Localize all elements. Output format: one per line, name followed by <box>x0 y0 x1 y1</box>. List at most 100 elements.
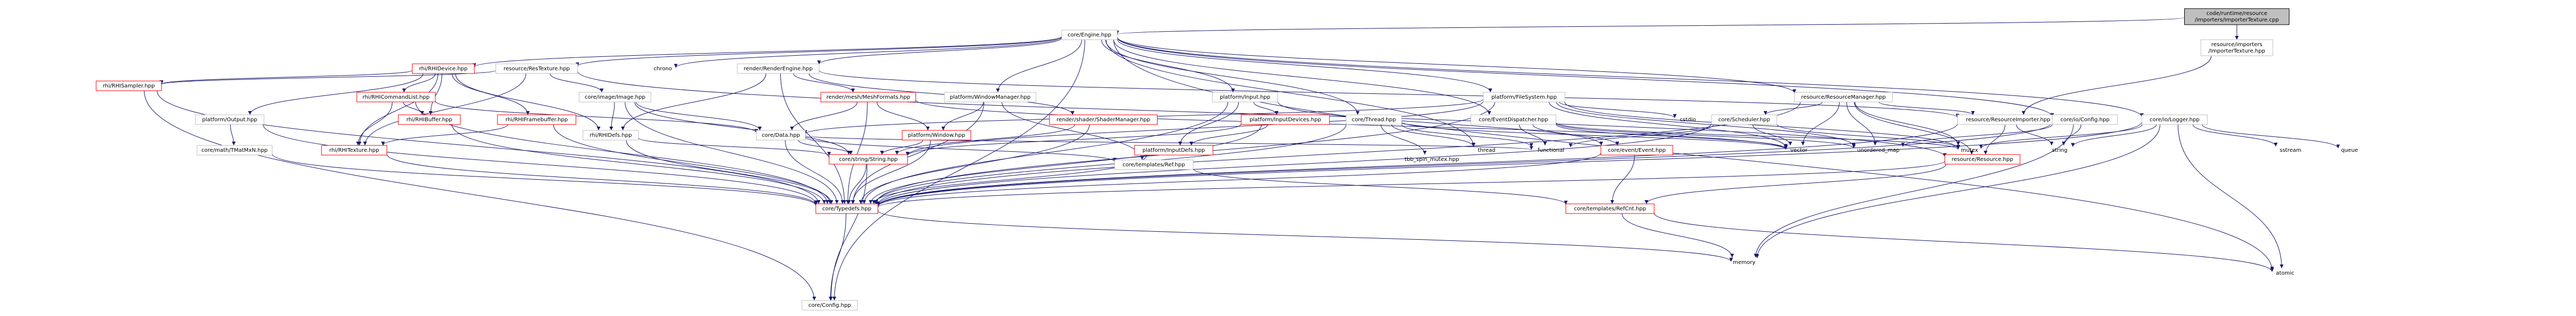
node-resimporter[interactable]: resource/ResourceImporter.hpp <box>1957 114 2059 125</box>
edge-resmgr-to-resimporter <box>1878 101 1975 115</box>
node-typedefs[interactable]: core/Typedefs.hpp <box>815 203 879 214</box>
edge-inputdevices-to-typedefs <box>868 124 1262 204</box>
node-functional: functional <box>1538 148 1564 153</box>
node-label: queue <box>2341 148 2358 153</box>
edge-restexture-to-rhitexture <box>363 73 526 146</box>
node-label: rhi/RHIFramebuffer.hpp <box>506 117 568 123</box>
node-label: vector <box>1790 148 1808 153</box>
edge-logger-to-memory <box>1755 124 2161 258</box>
node-logger[interactable]: core/io/Logger.hpp <box>2141 114 2208 125</box>
edge-eventdispatcher-to-mutex <box>1555 122 1960 150</box>
edge-meshformats-to-windowhpp <box>876 101 930 131</box>
edge-resimporter-to-string <box>2016 124 2054 146</box>
edge-resimporter-to-typedefs <box>876 123 1958 207</box>
node-label: core/io/Logger.hpp <box>2149 117 2199 123</box>
edge-stringhpp-to-typedefs <box>847 164 867 204</box>
node-box <box>356 92 436 102</box>
node-inputdefs[interactable]: platform/InputDefs.hpp <box>1134 145 1213 156</box>
edge-rhicmdlist-to-rhibuffer <box>402 101 425 115</box>
edge-coredata-to-typedefs <box>785 139 845 204</box>
node-coreimage[interactable]: core/image/Image.hpp <box>579 92 652 102</box>
node-rhicmdlist[interactable]: rhi/RHICommandList.hpp <box>356 92 436 102</box>
node-label: resource/importers <box>2211 42 2262 48</box>
node-label: unordered_map <box>1857 148 1900 153</box>
node-root[interactable]: code/runtime/resource/importers/Importer… <box>2184 8 2289 25</box>
node-label: platform/Output.hpp <box>202 117 258 123</box>
edge-inputdefs-to-typedefs <box>872 155 1147 204</box>
edge-config_hpp-to-unordered_map <box>1901 124 2053 147</box>
node-inputdevices[interactable]: platform/InputDevices.hpp <box>1241 114 1330 125</box>
node-box <box>1114 159 1194 170</box>
edge-windowhpp-to-stringhpp <box>880 139 924 155</box>
edge-refhpp-to-refcnt <box>1192 168 1568 205</box>
node-label: functional <box>1538 148 1564 153</box>
node-engine[interactable]: core/Engine.hpp <box>1061 30 1118 40</box>
node-restexture[interactable]: resource/ResTexture.hpp <box>495 63 578 74</box>
node-label: resource/ResourceImporter.hpp <box>1966 117 2050 123</box>
node-box <box>398 114 461 125</box>
node-box <box>1061 30 1118 40</box>
edge-engine-to-eventdispatcher <box>1113 39 1491 115</box>
edge-typedefs-to-memory <box>877 210 1733 262</box>
node-box <box>1711 114 1777 125</box>
node-label: rhi/RHISampler.hpp <box>103 83 155 89</box>
edge-engine-to-resmgr <box>1117 37 1796 93</box>
edge-refcnt-to-atomic <box>1653 212 2274 272</box>
node-rhitexture[interactable]: rhi/RHITexture.hpp <box>321 145 387 156</box>
node-shadermgr[interactable]: render/shader/ShaderManager.hpp <box>1049 114 1158 125</box>
node-resource[interactable]: resource/Resource.hpp <box>1944 154 2021 165</box>
edge-thread-to-threadstd <box>1391 124 1476 147</box>
node-coreconfig[interactable]: core/Config.hpp <box>801 300 858 311</box>
node-output[interactable]: platform/Output.hpp <box>195 114 265 125</box>
node-refhpp[interactable]: core/templates/Ref.hpp <box>1114 159 1194 170</box>
node-threadstd: thread <box>1478 148 1496 153</box>
node-mathtmat[interactable]: core/math/TMatMxN.hpp <box>196 145 273 156</box>
edge-inputdevices-to-inputdefs <box>1189 124 1268 146</box>
edge-rhisampler-to-coreconfig <box>144 90 816 301</box>
node-rhisampler[interactable]: rhi/RHISampler.hpp <box>96 80 162 91</box>
edge-logger-to-mutex <box>1979 124 2143 149</box>
node-windowmgr[interactable]: platform/WindowManager.hpp <box>944 92 1036 102</box>
node-label: rhi/RHIBuffer.hpp <box>406 117 452 123</box>
node-resmgr[interactable]: resource/ResourceManager.hpp <box>1794 92 1893 102</box>
edge-rhidevice-to-rhidefs <box>455 73 601 131</box>
node-input[interactable]: platform/Input.hpp <box>1212 92 1278 102</box>
edge-thread-to-vector <box>1401 121 1788 150</box>
node-rhibuffer[interactable]: rhi/RHIBuffer.hpp <box>398 114 461 125</box>
edge-shadermgr-to-typedefs <box>859 124 1090 204</box>
node-rhidevice[interactable]: rhi/RHIDevice.hpp <box>412 63 475 74</box>
edge-engine-to-filesystem <box>1117 39 1492 93</box>
node-box <box>902 130 971 141</box>
edge-renderengine-to-rhidefs <box>621 73 766 131</box>
node-rhidefs[interactable]: rhi/RHIDefs.hpp <box>582 130 639 141</box>
node-box <box>801 300 858 311</box>
node-label: render/shader/ShaderManager.hpp <box>1057 117 1151 123</box>
node-label: rhi/RHITexture.hpp <box>330 148 379 153</box>
node-eventhpp[interactable]: core/event/Event.hpp <box>1600 145 1673 156</box>
edge-filesystem-to-mutex <box>1564 101 1960 149</box>
node-scheduler[interactable]: core/Scheduler.hpp <box>1711 114 1777 125</box>
node-windowhpp[interactable]: platform/Window.hpp <box>902 130 971 141</box>
node-label: core/Scheduler.hpp <box>1718 117 1770 123</box>
edge-renderengine-to-typedefs <box>780 73 847 204</box>
node-refcnt[interactable]: core/templates/RefCnt.hpp <box>1565 203 1655 214</box>
node-label: render/RenderEngine.hpp <box>744 66 813 72</box>
node-meshformats[interactable]: render/mesh/MeshFormats.hpp <box>821 92 916 102</box>
node-stringhpp[interactable]: core/string/String.hpp <box>829 154 908 165</box>
node-imptex-hpp[interactable]: resource/importers/ImporterTexture.hpp <box>2200 39 2273 56</box>
edge-rhicmdlist-to-rhitexture <box>356 101 393 146</box>
node-eventdispatcher[interactable]: core/EventDispatcher.hpp <box>1470 114 1556 125</box>
node-thread[interactable]: core/Thread.hpp <box>1345 114 1402 125</box>
node-filesystem[interactable]: platform/FileSystem.hpp <box>1483 92 1565 102</box>
node-renderengine[interactable]: render/RenderEngine.hpp <box>737 63 819 74</box>
edge-scheduler-to-functional <box>1569 124 1714 148</box>
node-label: core/templates/Ref.hpp <box>1123 162 1185 168</box>
node-rhiframebuffer[interactable]: rhi/RHIFramebuffer.hpp <box>497 114 576 125</box>
node-config-hpp[interactable]: core/io/Config.hpp <box>2052 114 2118 125</box>
node-coredata[interactable]: core/Data.hpp <box>756 130 806 141</box>
edge-windowmgr-to-refhpp <box>1001 101 1144 160</box>
node-string: string <box>2052 148 2068 153</box>
edge-rhibuffer-to-typedefs <box>451 124 826 204</box>
node-label: /ImporterTexture.hpp <box>2208 48 2265 54</box>
node-box <box>2200 39 2273 56</box>
